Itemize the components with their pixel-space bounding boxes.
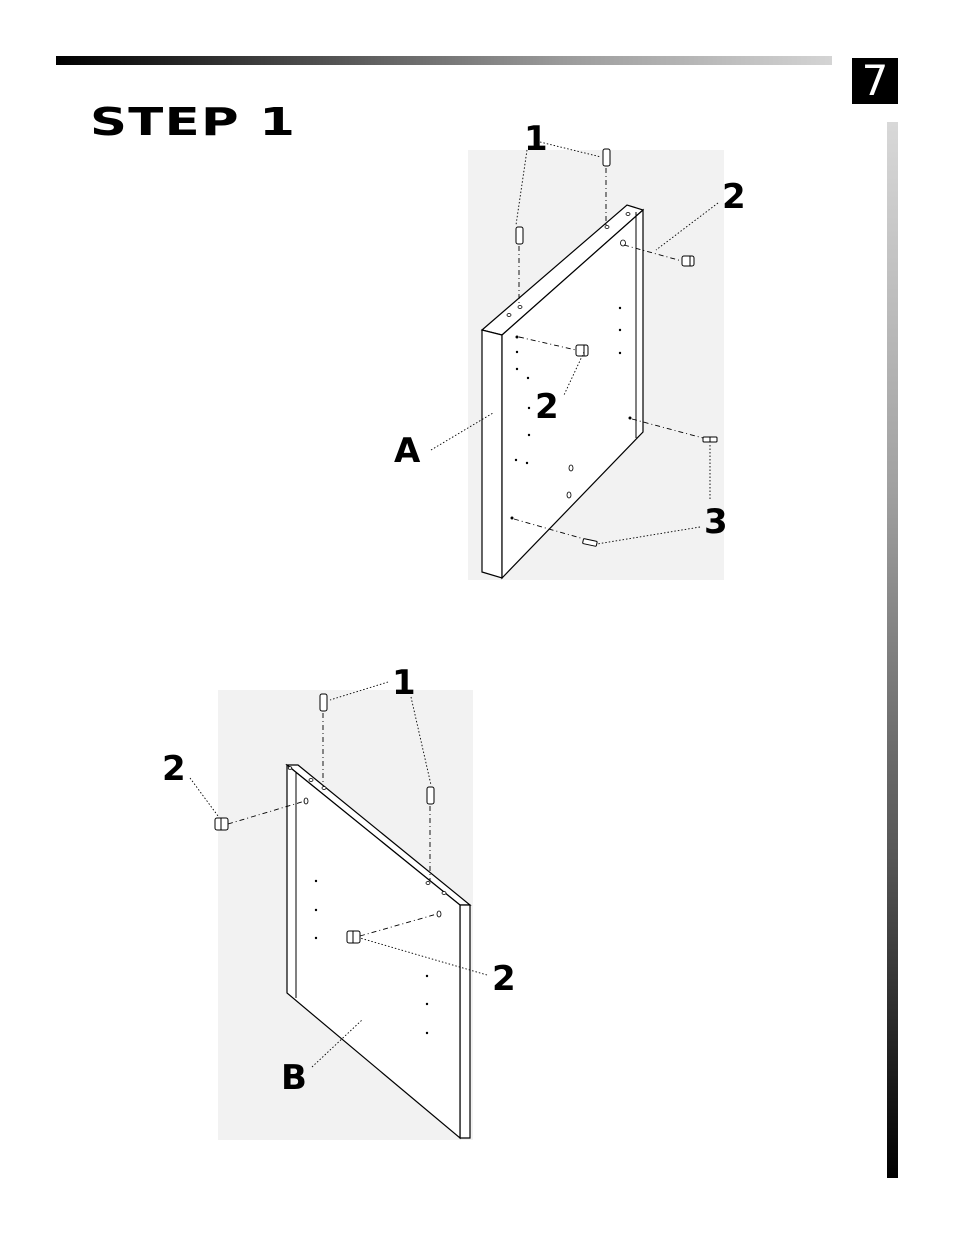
- dowel-1-right: [603, 149, 610, 166]
- panel-b-label: B: [281, 1058, 307, 1098]
- cam-lock-center: [576, 345, 588, 356]
- cam-lock-b-center: [347, 931, 360, 943]
- callout-a-cam-upper: 2: [722, 177, 746, 217]
- panel-b-side-edge: [460, 905, 470, 1138]
- cam-lock-b-left: [215, 818, 228, 830]
- dowel-1-left: [516, 227, 523, 244]
- panel-b-diagram: 1 2 2 B: [162, 663, 516, 1140]
- dowel-b-right: [427, 787, 434, 804]
- panel-a-label: A: [394, 431, 421, 471]
- callout-b-cam-left: 2: [162, 749, 186, 789]
- bolt-right: [703, 437, 717, 442]
- callout-b-cam-center: 2: [492, 959, 516, 999]
- callout-a-cam-lower: 2: [535, 387, 559, 427]
- callout-a-dowel: 1: [524, 119, 548, 159]
- cam-lock-top-right: [682, 256, 694, 266]
- panel-a-diagram: 1 2 2 3 A: [394, 119, 746, 580]
- panel-a-front-edge: [482, 330, 502, 578]
- callout-a-bolt: 3: [704, 502, 728, 542]
- callout-b-dowel: 1: [392, 663, 416, 703]
- dowel-b-left: [320, 694, 327, 711]
